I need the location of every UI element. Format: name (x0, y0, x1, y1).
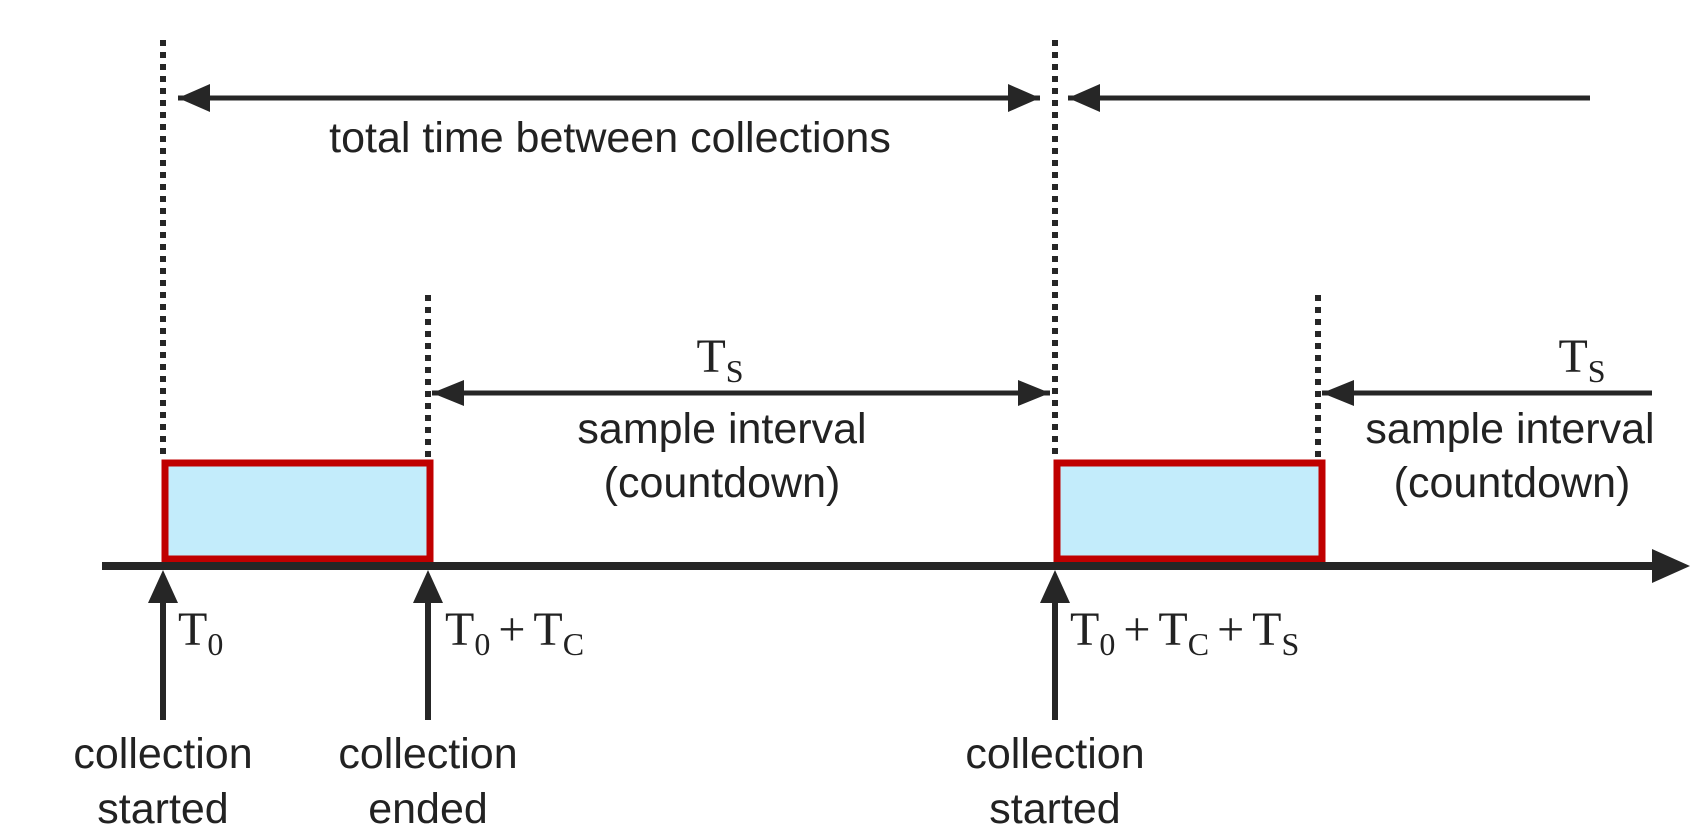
timeline-axis-arrowhead (1652, 549, 1690, 583)
event-arrow-2-head (413, 570, 443, 603)
time-formula-3-t0-sub: 0 (1099, 626, 1115, 662)
ts-label-2-sub: S (1588, 353, 1606, 389)
caption-3-line-1: collection (965, 730, 1144, 778)
time-formula-2-tc-sub: C (563, 626, 584, 662)
time-formula-3-ts-sub: S (1281, 626, 1299, 662)
sample-interval-arrow-2-head (1322, 380, 1354, 406)
time-formula-1-t-sub: 0 (207, 626, 223, 662)
time-formula-3-plus-2: + (1217, 603, 1244, 656)
ts-label-1-sub: S (726, 353, 744, 389)
caption-1-line-2: started (97, 785, 228, 833)
time-formula-3-t0: T (1070, 603, 1099, 656)
collection-block-2 (1053, 459, 1326, 563)
next-total-time-arrow-head (1068, 84, 1100, 112)
sample-interval-arrow-right-head (1018, 380, 1050, 406)
ts-label-1-main: T (696, 330, 725, 383)
ts-label-2: TS (1558, 330, 1605, 389)
total-time-label: total time between collections (329, 114, 891, 162)
caption-1-line-1: collection (73, 730, 252, 778)
time-formula-2-t0-sub: 0 (474, 626, 490, 662)
countdown-label-1: (countdown) (604, 459, 841, 507)
sample-interval-label-1: sample interval (577, 405, 866, 453)
time-formula-3-tc-sub: C (1188, 626, 1209, 662)
event-arrow-1-head (148, 570, 178, 603)
time-formula-1-t: T (178, 603, 207, 656)
caption-2-line-1: collection (338, 730, 517, 778)
ts-label-1: TS (696, 330, 743, 389)
time-formula-2-t0: T (445, 603, 474, 656)
collection-block-1 (161, 459, 434, 563)
caption-3-line-2: started (989, 785, 1120, 833)
sample-interval-arrow-left-head (432, 380, 464, 406)
sample-interval-label-2: sample interval (1365, 405, 1654, 453)
total-time-arrow-right-head (1008, 84, 1040, 112)
time-formula-3: T0+TC+TS (1070, 603, 1299, 662)
caption-2-line-2: ended (368, 785, 488, 833)
countdown-label-2: (countdown) (1394, 459, 1631, 507)
time-formula-2-plus: + (498, 603, 525, 656)
time-formula-1: T0 (178, 603, 223, 662)
total-time-arrow-left-head (178, 84, 210, 112)
time-formula-2: T0+TC (445, 603, 584, 662)
event-arrow-3-head (1040, 570, 1070, 603)
ts-label-2-main: T (1558, 330, 1587, 383)
time-formula-3-ts: T (1252, 603, 1281, 656)
time-formula-3-plus-1: + (1123, 603, 1150, 656)
time-formula-2-tc: T (533, 603, 562, 656)
time-formula-3-tc: T (1158, 603, 1187, 656)
